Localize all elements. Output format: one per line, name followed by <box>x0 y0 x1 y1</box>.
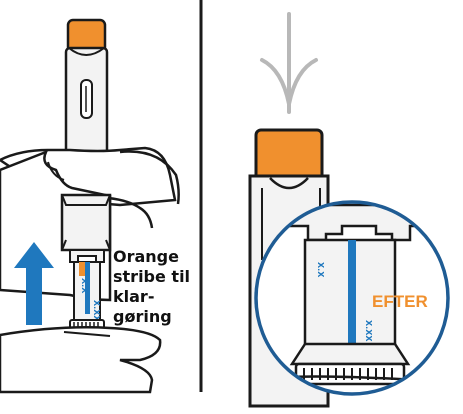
pen-upper-body <box>64 18 109 160</box>
orange-stripe <box>79 262 88 276</box>
pen-grip <box>60 193 112 252</box>
orange-stripe-label: Orange stribe til klar- gøring <box>113 247 196 326</box>
scale-text-1: X.X <box>80 278 89 294</box>
hand-lower <box>0 326 162 394</box>
up-arrow-icon <box>14 242 54 325</box>
zoom-circle: X.X X.XX <box>254 200 450 396</box>
zoom-scale-text-2: X.XX <box>364 320 373 342</box>
zoom-scale-text-1: X.X <box>316 262 325 278</box>
right-panel: X.X X.XX EFTER <box>248 12 450 408</box>
after-label: EFTER <box>372 292 428 311</box>
pen-lower: X.X X.XX <box>69 249 105 333</box>
down-arrow-icon <box>260 12 318 114</box>
scale-text-2: X.XX <box>92 300 101 322</box>
left-panel: X.X X.XX Orange stribe til klar- gøring <box>0 18 196 394</box>
